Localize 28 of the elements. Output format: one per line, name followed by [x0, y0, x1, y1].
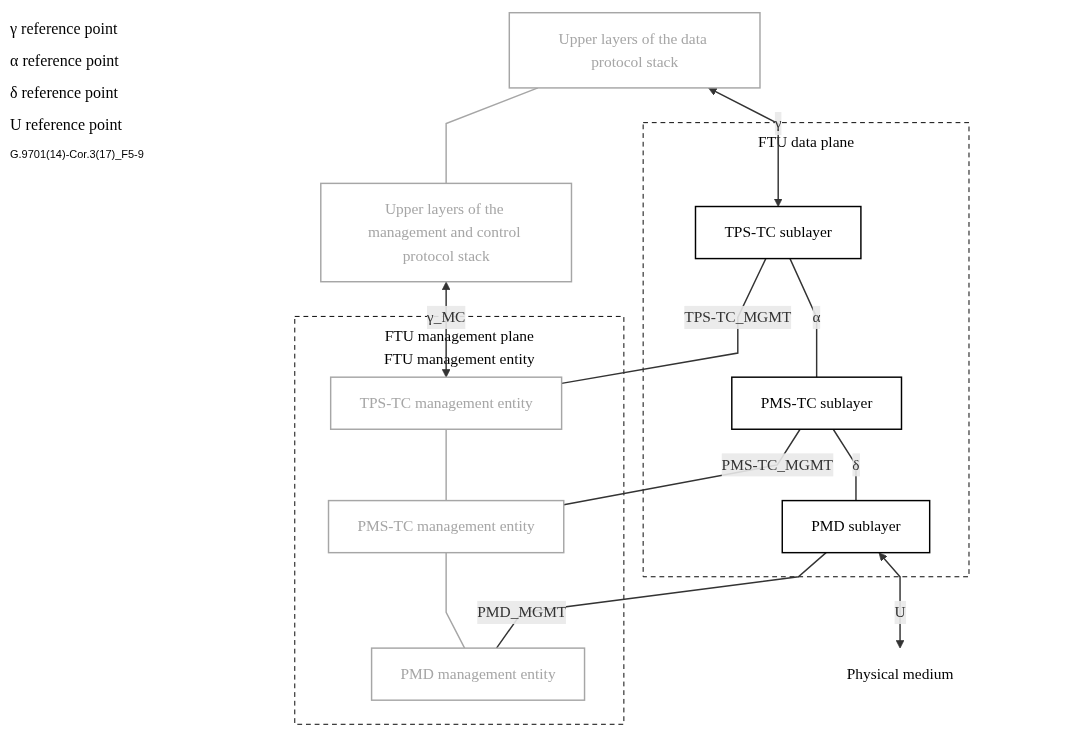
node-box: PMS-TC sublayer [731, 376, 903, 430]
connector [445, 551, 466, 649]
node-box: TPS-TC management entity [330, 376, 563, 430]
reference-point-label: U reference point [10, 116, 123, 134]
connector [832, 428, 858, 502]
edge-label: PMD_MGMT [477, 603, 567, 621]
node-box: Upper layers of the data protocol stack [509, 12, 762, 89]
node-text: Physical medium [847, 665, 954, 682]
arrow [879, 552, 905, 649]
edge-label: γ [775, 114, 783, 132]
reference-point-label: α reference point [10, 52, 120, 70]
edge-label: U [894, 603, 907, 621]
arrow [708, 87, 783, 207]
edge-label: PMS-TC_MGMT [722, 456, 834, 473]
node-box: PMS-TC management entity [328, 499, 565, 554]
edge-label: α [813, 308, 822, 326]
edge-label: γ_MC [427, 308, 466, 326]
node-box: PMD sublayer [782, 499, 931, 554]
node-box: TPS-TC sublayer [695, 205, 863, 260]
reference-point-label: δ reference point [10, 84, 119, 102]
figure-id: G.9701(14)-Cor.3(17)_F5-9 [10, 148, 145, 160]
edge-label: δ [852, 456, 861, 473]
edge-label: TPS-TC_MGMT [684, 308, 792, 326]
connector [445, 428, 448, 502]
node-box: Upper layers of the management and control protocol stack [320, 182, 573, 283]
connector [789, 257, 818, 378]
reference-point-label: γ reference point [10, 20, 119, 38]
node-box: PMD management entity [371, 647, 586, 701]
